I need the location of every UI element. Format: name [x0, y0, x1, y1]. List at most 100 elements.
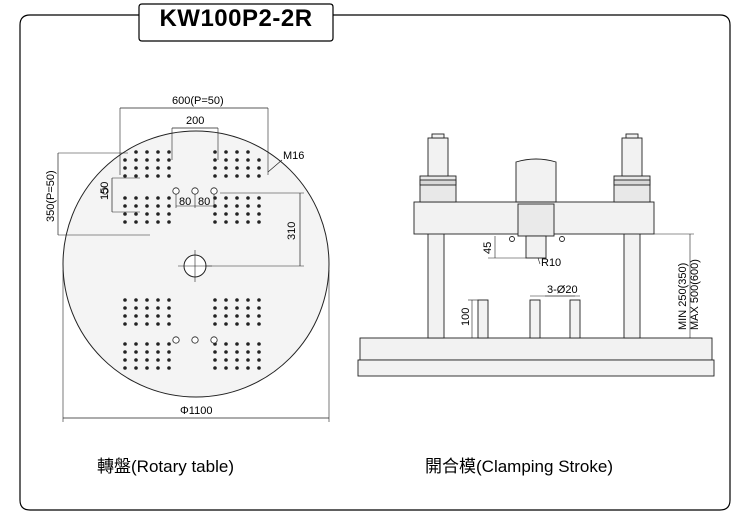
tapped-hole — [257, 204, 261, 208]
tapped-hole — [257, 342, 261, 346]
tapped-hole — [213, 366, 217, 370]
tapped-hole — [235, 174, 239, 178]
tapped-hole — [257, 350, 261, 354]
dim-310: 310 — [286, 222, 298, 240]
tapped-hole — [213, 314, 217, 318]
tapped-hole — [145, 298, 149, 302]
tapped-hole-grid — [123, 150, 261, 370]
tapped-hole — [156, 314, 160, 318]
tapped-hole — [123, 342, 127, 346]
tapped-hole — [167, 212, 171, 216]
tapped-hole — [123, 220, 127, 224]
tapped-hole — [235, 298, 239, 302]
tapped-hole — [123, 366, 127, 370]
tapped-hole — [235, 350, 239, 354]
tapped-hole — [213, 166, 217, 170]
tapped-hole — [224, 298, 228, 302]
tapped-hole — [213, 322, 217, 326]
tapped-hole — [167, 314, 171, 318]
tapped-hole — [123, 204, 127, 208]
tapped-hole — [213, 220, 217, 224]
tapped-hole — [213, 158, 217, 162]
tapped-hole — [123, 306, 127, 310]
page-title: KW100P2-2R — [159, 5, 313, 32]
tapped-hole — [145, 166, 149, 170]
tapped-hole — [167, 150, 171, 154]
tapped-hole — [134, 158, 138, 162]
tapped-hole — [213, 204, 217, 208]
tapped-hole — [134, 306, 138, 310]
tapped-hole — [167, 350, 171, 354]
tapped-hole — [224, 306, 228, 310]
tapped-hole — [134, 322, 138, 326]
tapped-hole — [257, 306, 261, 310]
tapped-hole — [235, 212, 239, 216]
tapped-hole — [134, 196, 138, 200]
tapped-hole — [145, 212, 149, 216]
tapped-hole — [123, 212, 127, 216]
tapped-hole — [257, 166, 261, 170]
rotary-table-drawing: 600(P=50) 200 350(P=50) 150 80 80 M16 31… — [45, 95, 330, 422]
outer-frame — [19, 14, 731, 511]
tapped-hole — [224, 150, 228, 154]
tapped-hole — [213, 358, 217, 362]
tapped-hole — [257, 220, 261, 224]
tapped-hole — [224, 314, 228, 318]
dim-holes: 3-Ø20 — [547, 284, 578, 296]
tapped-hole — [246, 358, 250, 362]
tapped-hole — [156, 196, 160, 200]
tapped-hole — [167, 306, 171, 310]
tapped-hole — [257, 358, 261, 362]
tapped-hole — [145, 366, 149, 370]
tapped-hole — [213, 174, 217, 178]
tapped-hole — [123, 174, 127, 178]
tapped-hole — [156, 298, 160, 302]
tapped-hole — [145, 306, 149, 310]
rotary-table-caption: 轉盤(Rotary table) — [97, 457, 234, 476]
dim-diameter: Φ1100 — [180, 405, 212, 417]
tapped-hole — [134, 166, 138, 170]
tapped-hole — [156, 342, 160, 346]
tapped-hole — [213, 212, 217, 216]
tapped-hole — [123, 350, 127, 354]
dim-80-right: 80 — [198, 196, 210, 208]
tapped-hole — [156, 306, 160, 310]
tapped-hole — [145, 358, 149, 362]
tapped-hole — [156, 212, 160, 216]
tapped-hole — [235, 158, 239, 162]
tapped-hole — [246, 366, 250, 370]
tapped-hole — [224, 158, 228, 162]
tapped-hole — [145, 322, 149, 326]
tapped-hole — [224, 358, 228, 362]
tapped-hole — [134, 366, 138, 370]
tapped-hole — [246, 342, 250, 346]
tapped-hole — [235, 220, 239, 224]
dim-r10: R10 — [541, 257, 561, 269]
tapped-hole — [257, 366, 261, 370]
tapped-hole — [235, 204, 239, 208]
tapped-hole — [123, 196, 127, 200]
tapped-hole — [167, 366, 171, 370]
tapped-hole — [257, 298, 261, 302]
tapped-hole — [134, 358, 138, 362]
tapped-hole — [134, 174, 138, 178]
tapped-hole — [123, 166, 127, 170]
tapped-hole — [156, 366, 160, 370]
tapped-hole — [235, 306, 239, 310]
clearance-holes — [101, 187, 218, 344]
tapped-hole — [257, 196, 261, 200]
tapped-hole — [224, 212, 228, 216]
tapped-hole — [134, 350, 138, 354]
tapped-hole — [257, 158, 261, 162]
tapped-hole — [224, 350, 228, 354]
dim-100: 100 — [460, 308, 472, 326]
dim-600: 600(P=50) — [172, 95, 224, 107]
tapped-hole — [134, 298, 138, 302]
tapped-hole — [167, 358, 171, 362]
tapped-hole — [235, 314, 239, 318]
tapped-hole — [167, 322, 171, 326]
tapped-hole — [257, 174, 261, 178]
tapped-hole — [246, 350, 250, 354]
tapped-hole — [224, 322, 228, 326]
